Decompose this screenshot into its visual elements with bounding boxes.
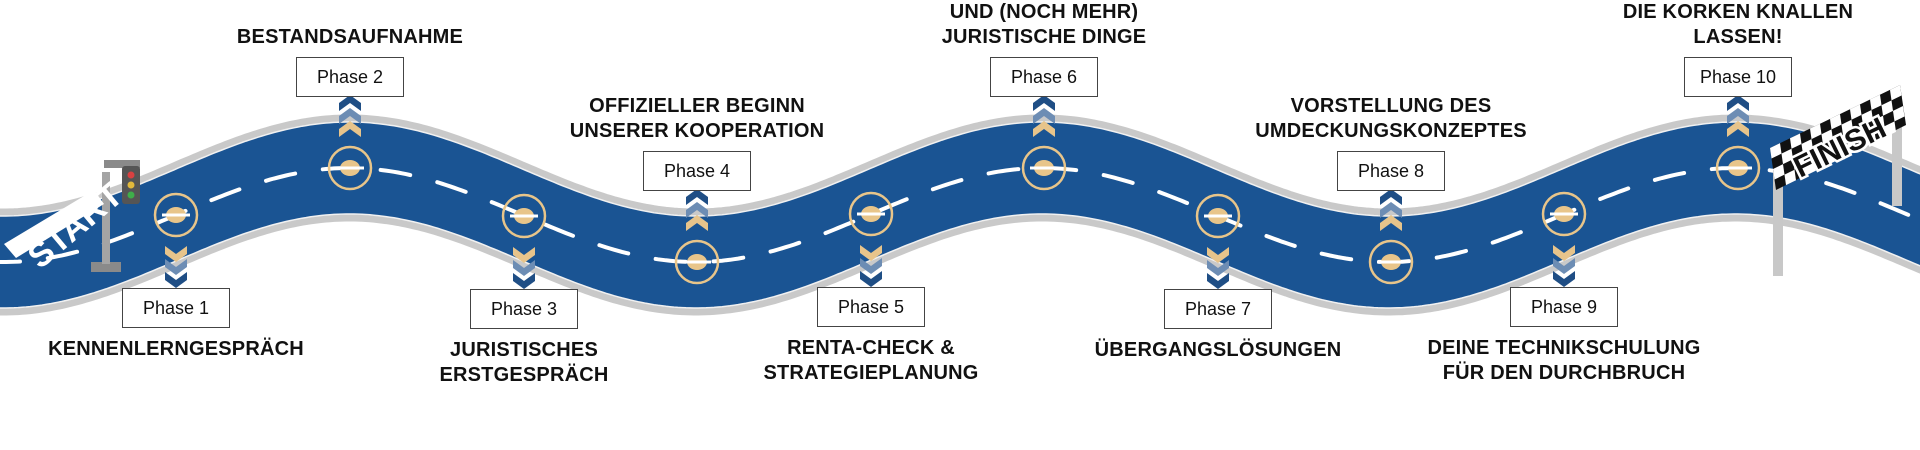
phase-9-title-line: FÜR DEN DURCHBRUCH [1442, 362, 1686, 384]
milestone-6 [1021, 145, 1067, 191]
phase-2-title: BESTANDSAUFNAHME [190, 25, 510, 50]
phase-10-title-line: LASSEN! [1693, 26, 1783, 48]
phase-6-title-line: JURISTISCHE DINGE [941, 26, 1147, 48]
phase-1-label: Phase 1 [122, 288, 230, 328]
phase-7-title: ÜBERGANGSLÖSUNGEN [1058, 338, 1378, 363]
phase-4-label: Phase 4 [643, 151, 751, 191]
phase-10-title: DIE KORKEN KNALLEN LASSEN! [1578, 0, 1898, 50]
phase-9-title: DEINE TECHNIKSCHULUNG FÜR DEN DURCHBRUCH [1404, 336, 1724, 386]
milestone-7 [1195, 193, 1241, 239]
phase-4-title-line: OFFIZIELLER BEGINN [589, 95, 805, 117]
phase-8-title-line: UMDECKUNGSKONZEPTES [1255, 120, 1527, 142]
phase-8-title-line: VORSTELLUNG DES [1290, 95, 1492, 117]
phase-7-title-line: ÜBERGANGSLÖSUNGEN [1094, 339, 1342, 361]
milestones [153, 145, 1761, 285]
milestone-8 [1368, 239, 1414, 285]
phase-4-title: OFFIZIELLER BEGINN UNSERER KOOPERATION [537, 94, 857, 144]
phase-9-label: Phase 9 [1510, 287, 1618, 327]
phase-8-title: VORSTELLUNG DES UMDECKUNGSKONZEPTES [1231, 94, 1551, 144]
phase-10-title-line: DIE KORKEN KNALLEN [1622, 1, 1854, 23]
milestone-2 [327, 145, 373, 191]
milestone-5 [848, 191, 894, 237]
phase-3-title-line: ERSTGESPRÄCH [439, 364, 609, 386]
phase-3-label: Phase 3 [470, 289, 578, 329]
phase-2-label: Phase 2 [296, 57, 404, 97]
milestone-4 [674, 239, 720, 285]
phase-5-title: RENTA-CHECK & STRATEGIEPLANUNG [711, 336, 1031, 386]
phase-3-title: JURISTISCHES ERSTGESPRÄCH [364, 338, 684, 388]
phase-5-label: Phase 5 [817, 287, 925, 327]
milestone-3 [501, 193, 547, 239]
milestone-10 [1715, 145, 1761, 191]
phase-5-title-line: RENTA-CHECK & [787, 337, 955, 359]
phase-6-label: Phase 6 [990, 57, 1098, 97]
phase-7-label: Phase 7 [1164, 289, 1272, 329]
phase-8-label: Phase 8 [1337, 151, 1445, 191]
chevrons [165, 95, 1749, 289]
phase-9-title-line: DEINE TECHNIKSCHULUNG [1427, 337, 1701, 359]
phase-6-title: STRATEGIEPLANUNGUND (NOCH MEHR)JURISTISC… [884, 0, 1204, 50]
phase-10-label: Phase 10 [1684, 57, 1792, 97]
milestone-9 [1541, 191, 1587, 237]
phase-4-title-line: UNSERER KOOPERATION [569, 120, 825, 142]
phase-1-title-line: KENNENLERNGESPRÄCH [48, 338, 304, 360]
phase-6-title-line: UND (NOCH MEHR) [949, 1, 1139, 23]
phase-1-title: KENNENLERNGESPRÄCH [16, 337, 336, 362]
traffic-light-icon [91, 160, 140, 272]
road [0, 114, 1920, 316]
checkered-flag-icon [1770, 85, 1905, 186]
phase-2-title-line: BESTANDSAUFNAHME [236, 26, 464, 48]
milestone-1 [153, 192, 199, 238]
phase-3-title-line: JURISTISCHES [450, 339, 598, 361]
phase-5-title-line: STRATEGIEPLANUNG [763, 362, 979, 384]
